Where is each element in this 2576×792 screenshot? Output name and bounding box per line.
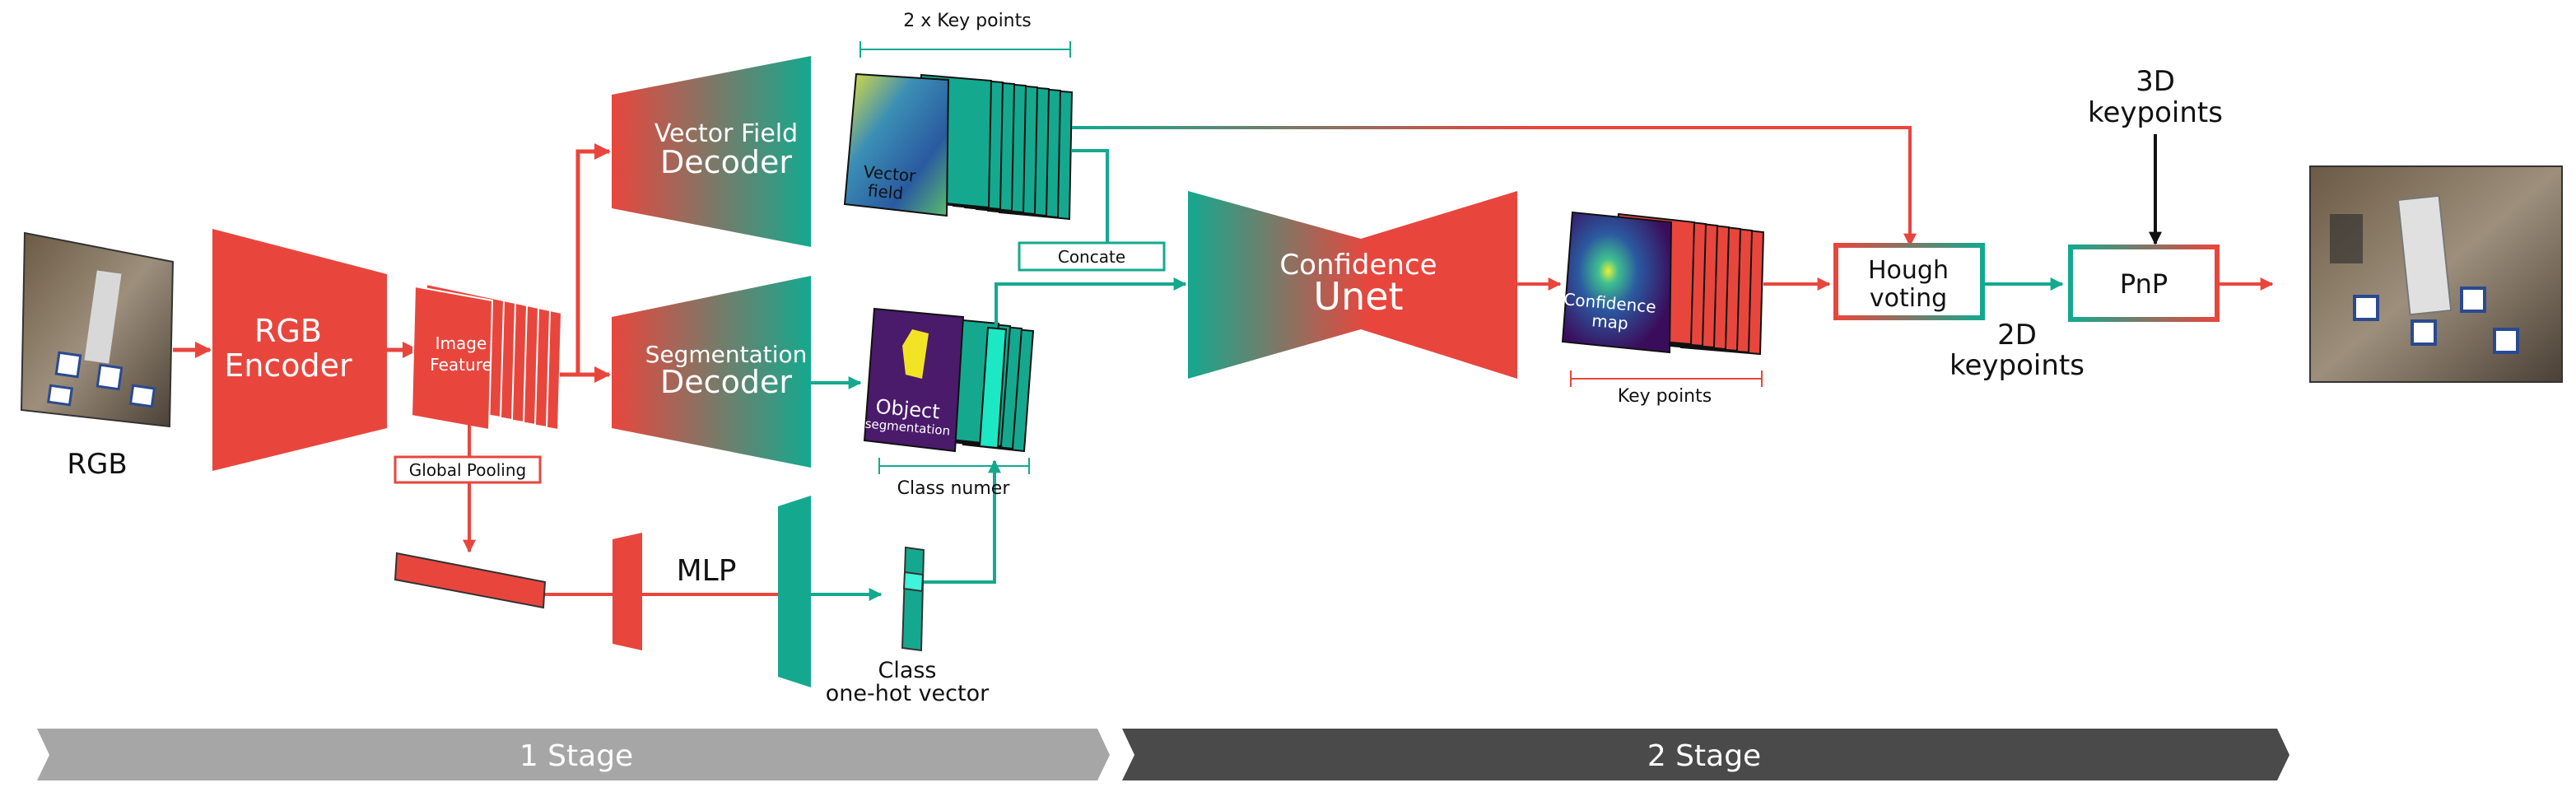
conf-map-label-2: map [1591,310,1628,333]
arrow-feature-to-vf-decoder [560,143,611,377]
confidence-unet-block [1188,191,1517,379]
seg-decoder-label-2: Decoder [660,364,792,400]
stage-2-label: 2 Stage [1647,739,1761,773]
key-points-top-label: 2 x Key points [903,11,1031,31]
concate-label: Concate [1058,247,1125,267]
hough-voting-box [1833,243,1985,320]
stage-2-bar [1122,729,2290,780]
stage-1-label: 1 Stage [519,739,633,773]
kp2d-label-2: keypoints [1949,349,2085,382]
stage-1-bar [37,729,1110,780]
mlp-input-layer [613,533,642,650]
mlp-output-layer [778,496,811,687]
class-one-hot-vector [901,546,925,652]
hough-label-1: Hough [1868,256,1949,285]
unet-label-2: Unet [1313,274,1403,319]
unet-label-1: Confidence [1279,249,1437,282]
rgb-input-image [20,231,175,428]
pnp-label: PnP [2120,268,2168,300]
hough-label-2: voting [1870,284,1947,313]
mlp-label: MLP [677,554,737,588]
vector-field-label-1: Vector [863,161,917,186]
vf-decoder-label-2: Decoder [660,144,792,180]
key-points-bottom-label: Key points [1618,386,1712,407]
class-vector-label-2: one-hot vector [826,681,990,706]
kp3d-label-2: keypoints [2088,96,2223,129]
arrow-vf-to-hough [1072,126,1912,244]
class-vector-label-1: Class [878,658,936,683]
rgb-encoder-block [212,229,387,471]
image-feature-stack [410,282,563,431]
vector-field-label-2: field [867,180,904,203]
image-feature-label-2: Feature [430,355,492,375]
pooled-feature-vector [394,552,547,609]
vf-decoder-block [612,56,811,247]
kp2d-label-1: 2D [1997,319,2037,352]
arrow-class-vector-to-seg [924,459,1001,584]
concate-box [1018,241,1166,272]
vector-field-stack [843,72,1074,221]
global-pooling-label: Global Pooling [409,460,526,480]
output-pose-image [2309,165,2563,383]
seg-decoder-label-1: Segmentation [645,341,808,368]
line-vf-to-concat [1072,149,1109,243]
rgb-encoder-label-1: RGB [254,313,322,349]
image-feature-label-1: Image [436,333,487,353]
pnp-box [2068,245,2220,322]
global-pooling-box [394,455,542,484]
segmentation-stack [863,307,1035,453]
confidence-map-stack [1561,211,1765,356]
seg-decoder-block [612,276,811,468]
rgb-encoder-label-2: Encoder [224,347,352,384]
vf-decoder-label-1: Vector Field [654,119,798,148]
rgb-label: RGB [67,448,127,481]
kp3d-label-1: 3D [2136,65,2175,98]
line-seg-to-concat [995,282,1107,325]
class-numer-label: Class numer [897,478,1011,499]
object-seg-label-1: Object [875,395,941,424]
